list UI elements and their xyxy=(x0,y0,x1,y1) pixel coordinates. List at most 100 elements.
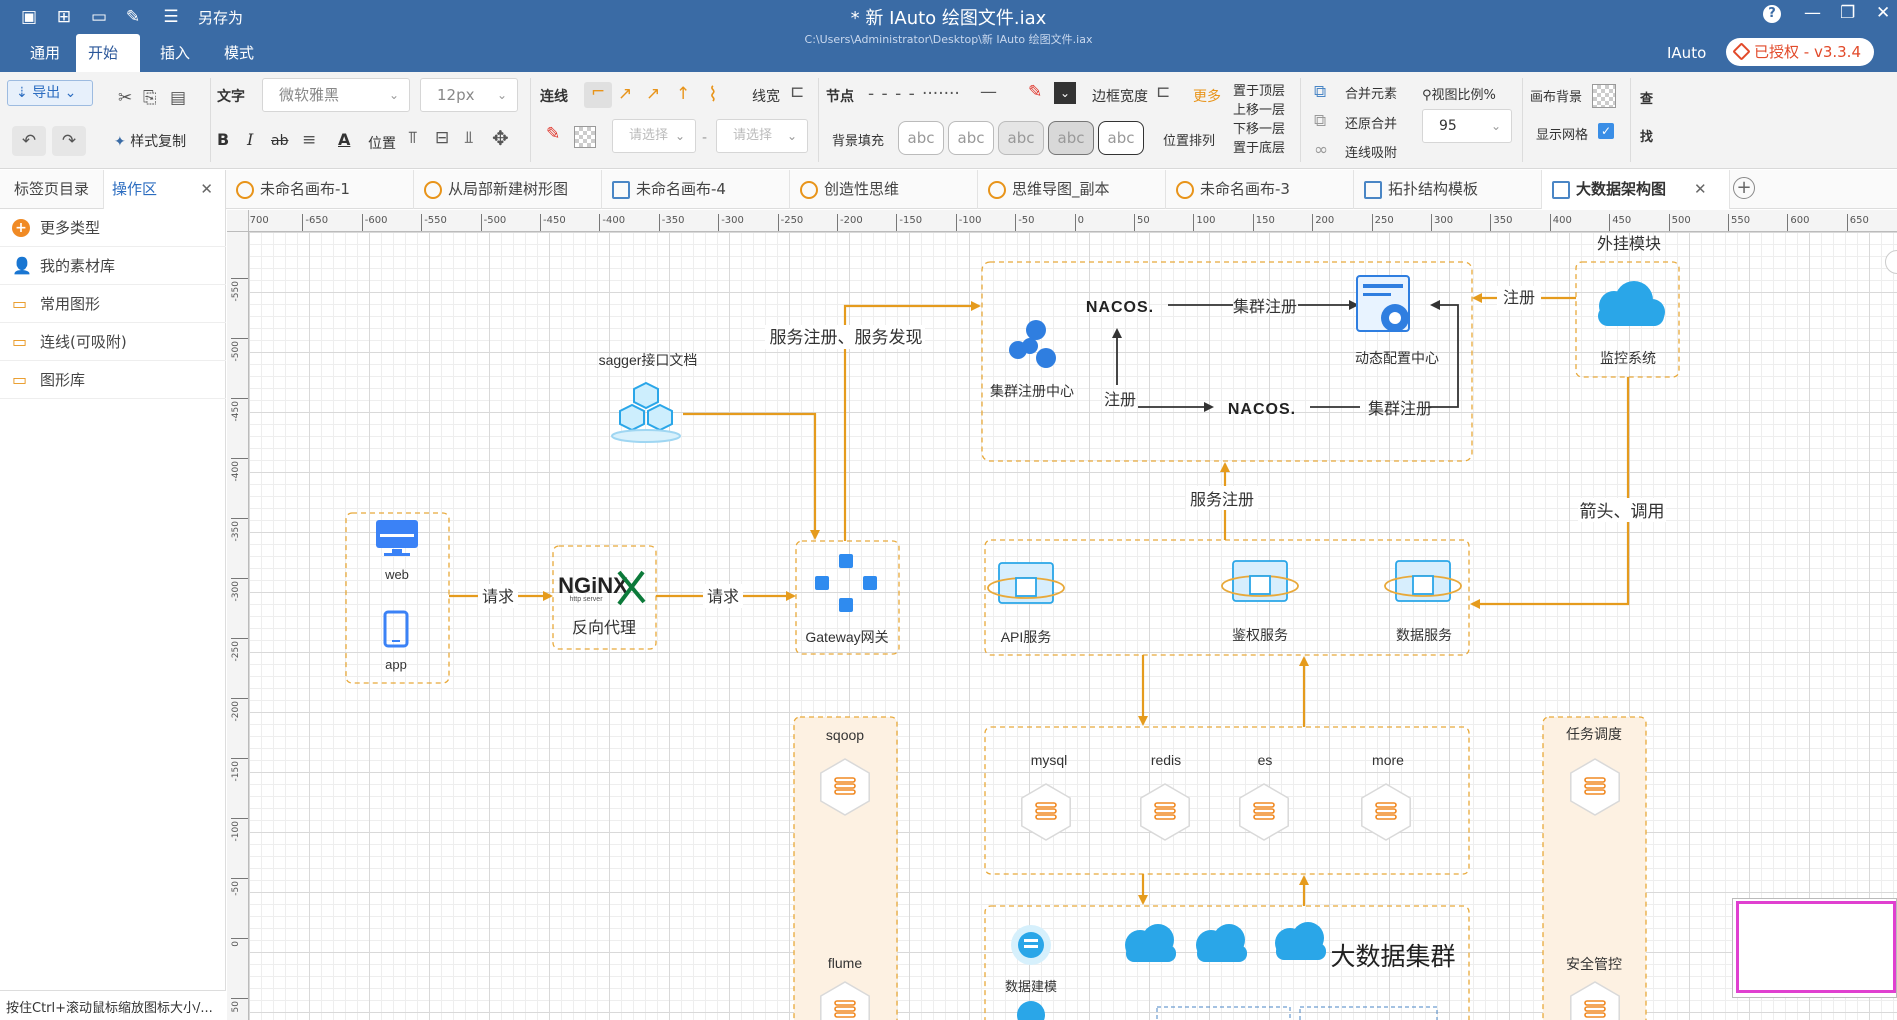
sidebar-item-more-types[interactable]: +更多类型 xyxy=(0,209,226,247)
discovery-arrow[interactable] xyxy=(843,301,981,541)
nginx-container[interactable] xyxy=(552,545,657,650)
open-folder-icon[interactable]: ▭ xyxy=(90,7,108,27)
show-grid-checkbox[interactable]: ✓ xyxy=(1598,123,1614,139)
paste-icon[interactable]: ▤ xyxy=(170,88,187,108)
style-preset-2[interactable]: abc xyxy=(948,121,994,155)
doc-tab-6[interactable]: 未命名画布-3 xyxy=(1166,170,1354,209)
unmerge-button[interactable]: 还原合并 xyxy=(1345,117,1398,132)
copy-icon[interactable]: ⎘ xyxy=(143,88,157,108)
align-bottom-icon[interactable]: ⫫ xyxy=(464,128,474,148)
curve-connector-icon[interactable]: ↗ xyxy=(618,84,633,104)
menu-start[interactable]: 开始 xyxy=(76,34,140,72)
align-top-icon[interactable]: ⫪ xyxy=(408,128,418,148)
style-preset-5[interactable]: abc xyxy=(1098,121,1144,155)
bring-to-top-button[interactable]: 置于顶层 xyxy=(1233,84,1286,99)
minimize-icon[interactable]: — xyxy=(1804,3,1821,23)
tab-directory[interactable]: 标签页目录 xyxy=(0,170,104,209)
gateway-container[interactable] xyxy=(795,540,900,655)
call-arrow[interactable] xyxy=(1470,377,1630,609)
move-up-button[interactable]: 上移一层 xyxy=(1233,103,1286,118)
help-icon[interactable]: ? xyxy=(1763,5,1781,23)
strikethrough-button[interactable]: ab xyxy=(271,133,289,149)
cut-icon[interactable]: ✂ xyxy=(118,88,133,108)
monitor-container[interactable] xyxy=(1575,261,1680,378)
close-icon[interactable]: ✕ xyxy=(1876,3,1891,23)
style-preset-4[interactable]: abc xyxy=(1048,121,1094,155)
minimap-viewport[interactable] xyxy=(1736,901,1896,993)
ops-container[interactable] xyxy=(1542,716,1647,1020)
move-icon[interactable]: ✥ xyxy=(492,126,509,150)
fill-color-icon[interactable]: ✎ xyxy=(546,124,561,144)
freeform-connector-icon[interactable]: ⌇ xyxy=(708,82,718,106)
database-hexagon-icon[interactable] xyxy=(1361,783,1411,841)
find-button-2[interactable]: 找 xyxy=(1640,130,1654,145)
database-hexagon-icon[interactable] xyxy=(1021,783,1071,841)
select-dropdown-2[interactable]: 请选择⌄ xyxy=(716,119,808,153)
cluster-reg-arrow-bottom[interactable] xyxy=(1428,300,1459,408)
menu-insert[interactable]: 插入 xyxy=(160,44,191,62)
doc-tab-7[interactable]: 拓扑结构模板 xyxy=(1354,170,1542,209)
services-container[interactable] xyxy=(984,539,1470,656)
sidebar-item-shape-library[interactable]: ▭图形库 xyxy=(0,361,226,399)
transparent-fill-icon[interactable] xyxy=(574,126,596,148)
close-icon[interactable]: ✕ xyxy=(1694,180,1707,198)
add-tab-icon[interactable]: + xyxy=(1733,177,1755,199)
swagger-arrow[interactable] xyxy=(683,412,820,540)
sidebar-item-connectors[interactable]: ▭连线(可吸附) xyxy=(0,323,226,361)
sidebar-item-my-library[interactable]: 👤我的素材库 xyxy=(0,247,226,285)
registry-container[interactable] xyxy=(981,261,1473,462)
zoom-select[interactable]: 95⌄ xyxy=(1422,109,1512,143)
line-color-icon[interactable]: ✎ xyxy=(1028,82,1043,102)
database-hexagon-icon[interactable] xyxy=(1570,758,1620,816)
database-hexagon-icon[interactable] xyxy=(1239,783,1289,841)
dashed-line-icon[interactable]: - - - - xyxy=(868,84,916,104)
dotted-line-icon[interactable]: ······· xyxy=(922,84,960,104)
align-middle-icon[interactable]: ⊟ xyxy=(435,128,450,148)
doc-tab-2[interactable]: 从局部新建树形图 xyxy=(414,170,602,209)
elbow-connector-icon[interactable]: ⌐ xyxy=(584,82,612,108)
line-width-icon[interactable]: ⊏ xyxy=(790,82,805,102)
save-icon[interactable]: ▣ xyxy=(20,7,38,27)
straight-connector-icon[interactable]: ↗ xyxy=(646,84,661,104)
more-button[interactable]: 更多 xyxy=(1193,89,1221,105)
database-hexagon-icon[interactable] xyxy=(820,758,870,816)
new-file-icon[interactable]: ⊞ xyxy=(56,7,72,27)
doc-tab-3[interactable]: 未命名画布-4 xyxy=(602,170,790,209)
position-button[interactable]: 位置 xyxy=(368,136,396,152)
export-button[interactable]: ⇣ 导出 ⌄ xyxy=(7,80,93,106)
vertical-connector-icon[interactable]: ↑ xyxy=(676,84,691,104)
restore-icon[interactable]: ❐ xyxy=(1840,3,1856,23)
line-color-dropdown-icon[interactable]: ⌄ xyxy=(1054,82,1076,104)
client-container[interactable] xyxy=(345,512,450,684)
send-to-bottom-button[interactable]: 置于底层 xyxy=(1233,141,1286,156)
style-preset-3[interactable]: abc xyxy=(998,121,1044,155)
doc-tab-4[interactable]: 创造性思维 xyxy=(790,170,978,209)
format-painter-button[interactable]: ✦ 样式复制 xyxy=(114,131,186,151)
move-down-button[interactable]: 下移一层 xyxy=(1233,122,1286,137)
font-size-select[interactable]: 12px⌄ xyxy=(420,78,518,112)
ingest-container[interactable] xyxy=(793,716,898,1020)
bold-button[interactable]: B xyxy=(217,130,230,149)
underline-button[interactable]: A xyxy=(338,130,351,149)
font-family-select[interactable]: 微软雅黑⌄ xyxy=(262,78,410,112)
database-hexagon-icon[interactable] xyxy=(1140,783,1190,841)
database-icon[interactable]: ☰ xyxy=(163,7,179,27)
style-preset-1[interactable]: abc xyxy=(898,121,944,155)
snap-button[interactable]: 连线吸附 xyxy=(1345,146,1398,161)
menu-general[interactable]: 通用 xyxy=(30,44,61,62)
menu-mode[interactable]: 模式 xyxy=(224,44,255,62)
canvas-bg-swatch[interactable] xyxy=(1592,84,1616,108)
border-width-icon[interactable]: ⊏ xyxy=(1156,82,1171,102)
edit-file-icon[interactable]: ✎ xyxy=(125,7,141,27)
find-button[interactable]: 查 xyxy=(1640,92,1654,107)
italic-button[interactable]: I xyxy=(247,130,254,149)
select-dropdown-1[interactable]: 请选择⌄ xyxy=(612,119,696,153)
doc-tab-1[interactable]: 未命名画布-1 xyxy=(226,170,414,209)
redo-icon[interactable]: ↷ xyxy=(52,126,86,156)
doc-tab-5[interactable]: 思维导图_副本 xyxy=(978,170,1166,209)
tab-operation-area[interactable]: 操作区✕ xyxy=(104,170,226,209)
solid-line-icon[interactable]: — xyxy=(980,82,997,102)
close-icon[interactable]: ✕ xyxy=(200,180,213,198)
bigdata-container[interactable] xyxy=(984,905,1470,1020)
storage-container[interactable] xyxy=(984,726,1470,875)
